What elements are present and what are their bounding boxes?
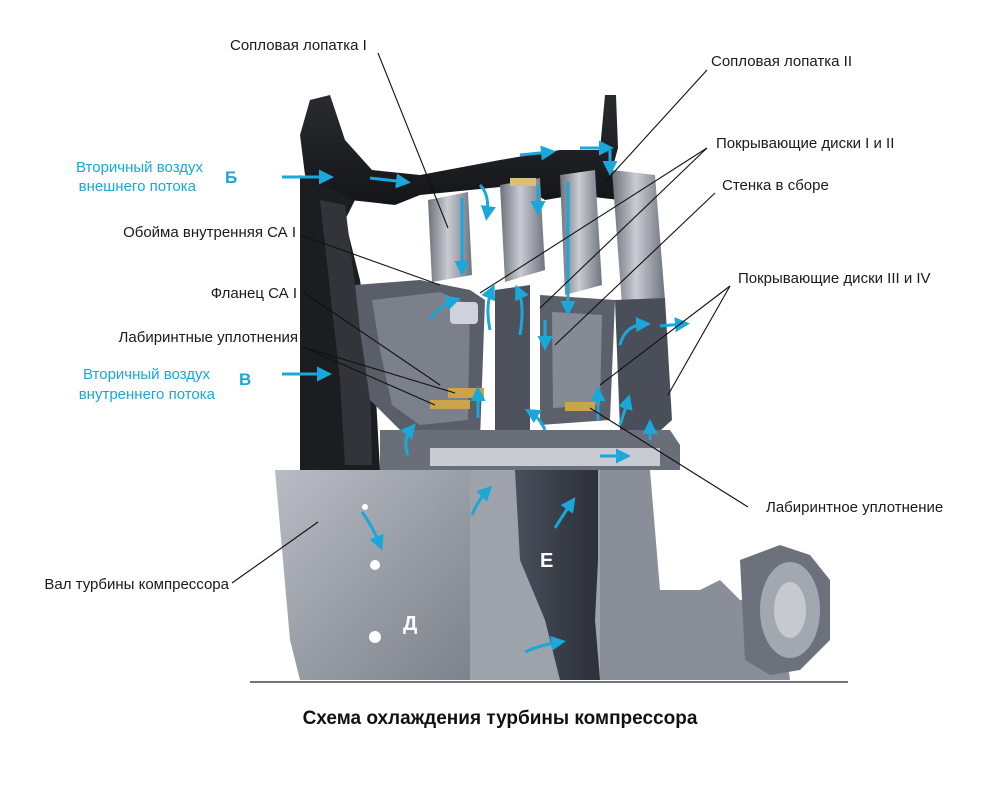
label-nozzle-vane-1: Сопловая лопатка I — [230, 37, 367, 54]
inner-flow-letter: В — [239, 370, 251, 389]
outer-casing — [300, 95, 630, 470]
label-inner-casing-ca1: Обойма внутренняя СА I — [123, 224, 296, 241]
leader-lines — [231, 52, 749, 584]
label-cover-discs-1-2: Покрывающие диски I и II — [716, 135, 894, 152]
diagram-title: Схема охлаждения турбины компрессора — [302, 708, 698, 729]
outer-flow-label-line1: Вторичный воздух — [76, 159, 203, 176]
shaft-section — [275, 470, 830, 680]
label-wall-assembly: Стенка в сборе — [722, 177, 829, 194]
outer-flow-letter: Б — [225, 168, 237, 187]
label-nozzle-vane-2: Сопловая лопатка II — [711, 53, 852, 70]
inner-flow-label-line1: Вторичный воздух — [83, 366, 210, 383]
label-labyrinth-seal: Лабиринтное уплотнение — [766, 499, 943, 516]
label-cover-discs-3-4: Покрывающие диски III и IV — [738, 270, 931, 287]
cavity-letter-d: Д — [403, 613, 417, 635]
outer-flow-label-line2: внешнего потока — [79, 178, 197, 195]
label-labyrinth-seals: Лабиринтные уплотнения — [119, 329, 298, 346]
label-flange-ca1: Фланец СА I — [211, 285, 297, 302]
cooling-flow-arrows — [282, 140, 690, 654]
inner-flow-label-line2: внутреннего потока — [79, 386, 216, 403]
cavity-letter-e: Е — [540, 550, 553, 572]
label-compressor-turbine-shaft: Вал турбины компрессора — [44, 576, 229, 593]
nozzle-vane-1 — [428, 192, 472, 282]
